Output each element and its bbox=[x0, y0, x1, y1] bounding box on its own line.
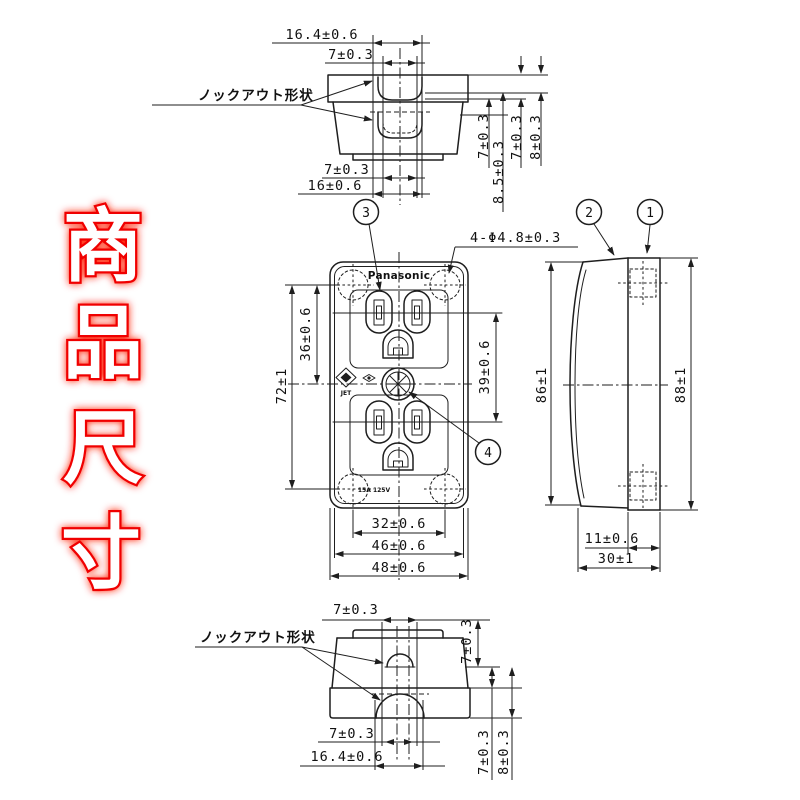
dim-front-32: 32±0.6 bbox=[372, 516, 427, 532]
watermark-char-2: 品 bbox=[63, 297, 143, 390]
dim-side-86: 86±1 bbox=[534, 367, 550, 404]
strap-slot-top bbox=[618, 261, 668, 305]
dim-side-30: 30±1 bbox=[598, 551, 635, 567]
dim-top-bottom-inner: 7±0.3 bbox=[324, 162, 370, 178]
knockout-label-top: ノックアウト形状 bbox=[198, 87, 314, 104]
svg-text:1: 1 bbox=[646, 206, 654, 221]
dim-side-88: 88±1 bbox=[673, 367, 689, 404]
eye-mark-icon bbox=[362, 374, 376, 382]
balloon-4: 4 bbox=[408, 391, 502, 466]
mounting-hole-bottom-right bbox=[424, 468, 466, 510]
jet-certification-mark: JET bbox=[335, 367, 357, 397]
dim-top-bottom-outer: 16±0.6 bbox=[308, 178, 363, 194]
mounting-hole-top-right bbox=[424, 264, 466, 306]
dim-bottom-side-b: 8±0.3 bbox=[496, 729, 512, 775]
dim-top-knockout-inner: 7±0.3 bbox=[328, 47, 374, 63]
knockout-lower bbox=[377, 111, 423, 139]
bottom-base-plate bbox=[329, 687, 471, 719]
top-view: 16.4±0.6 7±0.3 7±0.3 16±0.6 7±0.3 8.5±0.… bbox=[152, 27, 548, 212]
lower-receptacle-slots bbox=[365, 400, 431, 471]
upper-receptacle-slots bbox=[365, 290, 431, 359]
dim-front-46: 46±0.6 bbox=[372, 538, 427, 554]
side-view: 86±1 88±1 11±0.6 30±1 2 1 bbox=[534, 198, 698, 572]
dim-front-72: 72±1 bbox=[274, 368, 290, 405]
upper-ground-hole bbox=[382, 329, 414, 359]
dim-top-side-a: 7±0.3 bbox=[476, 113, 492, 159]
dim-bottom-knockout-top: 7±0.3 bbox=[333, 602, 379, 618]
jet-label: JET bbox=[340, 390, 352, 397]
knockout-upper bbox=[377, 76, 423, 101]
dim-top-side-c: 7±0.3 bbox=[509, 114, 525, 160]
svg-text:3: 3 bbox=[362, 206, 370, 221]
dim-bottom-side-a: 7±0.3 bbox=[476, 729, 492, 775]
rating-text: 15A 125V bbox=[358, 487, 391, 494]
front-view: Panasonic bbox=[274, 198, 578, 580]
dim-top-side-b: 8.5±0.3 bbox=[491, 140, 507, 204]
bottom-knockout-upper bbox=[386, 653, 414, 668]
dim-front-36: 36±0.6 bbox=[298, 307, 314, 362]
dim-bottom-knockout-inner: 7±0.3 bbox=[329, 726, 375, 742]
dim-bottom-knockout-outer: 16.4±0.6 bbox=[310, 749, 383, 765]
mount-hole-note: 4-Φ4.8±0.3 bbox=[470, 230, 561, 246]
dim-bottom-side-top: 7±0.3 bbox=[459, 618, 475, 664]
dim-side-11: 11±0.6 bbox=[585, 531, 640, 547]
knockout-label-bottom: ノックアウト形状 bbox=[200, 629, 316, 646]
watermark-char-4: 寸 bbox=[61, 507, 141, 600]
dim-front-39: 39±0.6 bbox=[477, 340, 493, 395]
balloon-2: 2 bbox=[575, 198, 615, 256]
strap-slot-bottom bbox=[618, 464, 668, 508]
dim-top-side-d: 8±0.3 bbox=[528, 114, 544, 160]
dim-top-knockout-outer: 16.4±0.6 bbox=[285, 27, 358, 43]
top-view-body bbox=[332, 101, 464, 155]
top-view-plate bbox=[327, 74, 469, 103]
bottom-view: 7±0.3 7±0.3 7±0.3 8±0.3 7±0.3 16.4±0.6 ノ… bbox=[195, 602, 522, 780]
watermark-product-dimensions: 商 品 尺 寸 bbox=[59, 198, 146, 603]
side-body-profile bbox=[569, 261, 584, 507]
balloon-3: 3 bbox=[352, 198, 382, 291]
lower-ground-hole bbox=[382, 442, 414, 471]
top-view-step bbox=[352, 153, 444, 161]
dim-front-48: 48±0.6 bbox=[372, 560, 427, 576]
balloon-1: 1 bbox=[636, 198, 664, 254]
svg-text:4: 4 bbox=[484, 446, 492, 461]
watermark-char-3: 尺 bbox=[63, 402, 143, 495]
svg-text:2: 2 bbox=[585, 206, 593, 221]
bottom-step bbox=[352, 629, 444, 639]
watermark-char-1: 商 bbox=[63, 200, 143, 293]
